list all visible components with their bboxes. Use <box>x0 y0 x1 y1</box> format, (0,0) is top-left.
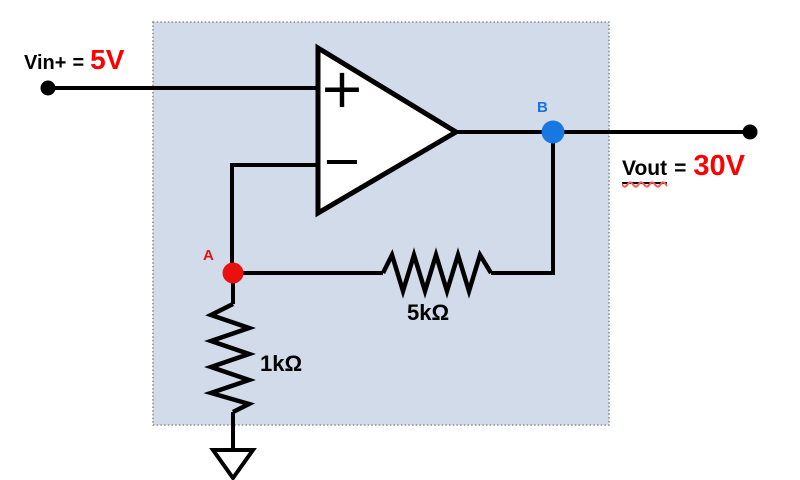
opamp-triangle <box>315 43 461 218</box>
vin-name: Vin+ <box>24 52 67 74</box>
vin-label: Vin+ = 5V <box>24 46 124 75</box>
opamp-plus-icon: + <box>319 57 364 120</box>
vin-equals: = <box>72 52 85 74</box>
ground-icon <box>209 448 257 480</box>
vin-value: 5V <box>90 44 125 75</box>
resistor-1k-label: 1kΩ <box>260 351 303 376</box>
vout-name-text: Vout <box>622 157 668 180</box>
node-a-label: A <box>203 247 214 264</box>
node-a-dot <box>222 262 244 284</box>
opamp-minus-icon: − <box>322 133 362 189</box>
resistor-1k-symbol <box>203 301 256 415</box>
vout-value: 30V <box>693 150 745 182</box>
vout-terminal-dot <box>742 124 758 140</box>
resistor-5k-symbol <box>380 247 493 299</box>
vout-label: Vout = 30V <box>622 152 745 184</box>
vout-name: Vout <box>622 157 668 184</box>
node-b-dot <box>541 120 565 144</box>
vin-terminal-dot <box>40 80 56 96</box>
vout-equals: = <box>674 157 687 180</box>
node-b-label: B <box>537 99 548 116</box>
inverting-input-wire <box>230 163 318 273</box>
resistor-5k-label: 5kΩ <box>407 300 450 325</box>
feedback-to-node-b-wire <box>491 132 555 275</box>
